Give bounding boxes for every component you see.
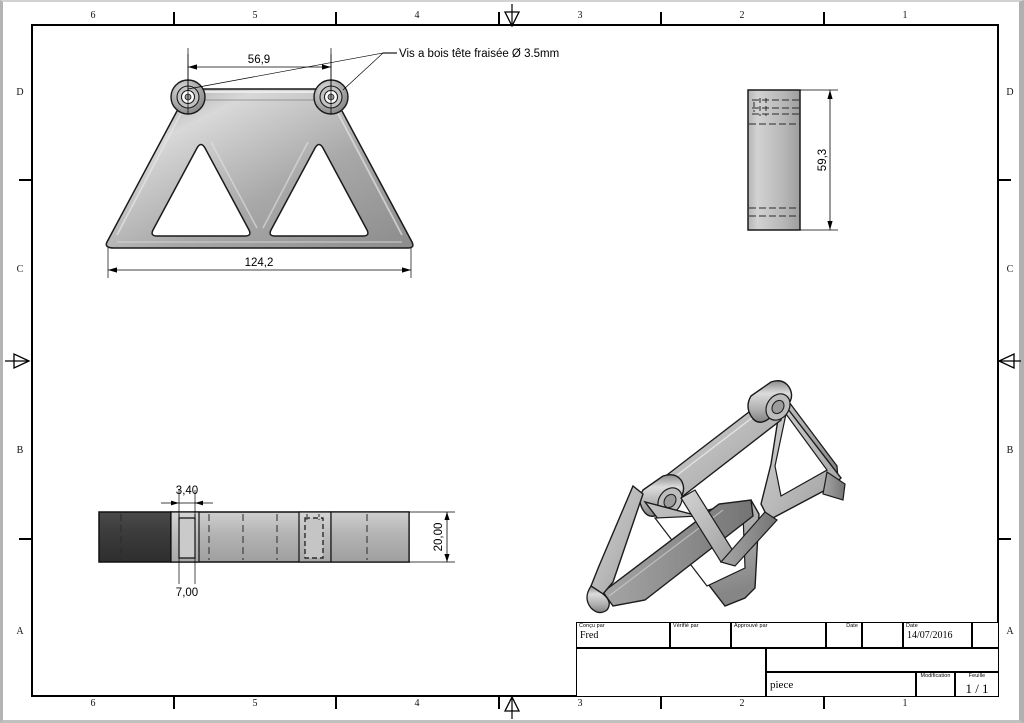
dimension-slot-offset: 7,00 — [176, 558, 198, 599]
dimension-hole-spacing-text: 56,9 — [248, 54, 270, 66]
frame-left-row-A: A — [16, 626, 24, 637]
top-view-slot-right — [304, 514, 324, 559]
approved-by-label: Approuvé par — [734, 623, 768, 629]
frame-top-col-6: 6 — [90, 10, 96, 21]
drawing-sheet: 6 5 4 3 2 1 6 5 4 3 2 1 D C B A D C B A — [3, 2, 1021, 720]
frame-right-row-A: A — [1006, 626, 1014, 637]
title-block-cell-blank-2[interactable] — [972, 622, 999, 648]
drawing-frame-border — [31, 24, 999, 697]
frame-top-col-4: 4 — [414, 10, 420, 21]
frame-top-col-5: 5 — [252, 10, 258, 21]
isometric-view — [555, 354, 865, 614]
center-mark-right — [997, 352, 1021, 370]
title-block-cell-small-date[interactable]: Date — [826, 622, 862, 648]
frame-tick-bottom-4 — [660, 697, 662, 709]
frame-tick-bottom-3 — [498, 697, 500, 709]
title-block-cell-blank-1[interactable] — [862, 622, 903, 648]
frame-tick-bottom-2 — [335, 697, 337, 709]
frame-tick-bottom-1 — [173, 697, 175, 709]
top-view: 3,40 7,00 20,00 — [91, 472, 471, 602]
frame-tick-right-2 — [998, 538, 1011, 540]
top-view-segment-3 — [330, 511, 410, 563]
title-block-cell-modification[interactable]: Modification — [916, 672, 955, 697]
frame-tick-left-2 — [19, 538, 32, 540]
title-block-cell-blank-3[interactable] — [766, 648, 999, 672]
dimension-hole-spacing: 56,9 — [187, 54, 332, 90]
dimension-thickness: 20,00 — [409, 511, 455, 563]
isometric-center-strut — [680, 489, 778, 567]
frame-tick-left-1 — [19, 179, 32, 181]
date-label: Date — [906, 623, 918, 629]
front-view: 56,9 124,2 Vis a bois tête fraisée Ø 3.5… — [93, 42, 593, 292]
date-value: 14/07/2016 — [907, 630, 953, 641]
dimension-thickness-text: 20,00 — [433, 523, 445, 552]
designed-by-value: Fred — [580, 630, 599, 641]
side-view-hidden-hole — [753, 98, 767, 116]
frame-bottom-col-2: 2 — [739, 698, 745, 709]
dimension-overall-width-text: 124,2 — [245, 257, 274, 269]
top-view-slot-left — [178, 514, 196, 559]
frame-tick-top-5 — [823, 12, 825, 24]
title-block-cell-part-name[interactable]: piece — [766, 672, 916, 697]
center-mark-bottom — [503, 695, 521, 719]
title-block-cell-sheet[interactable]: Feuille 1 / 1 — [955, 672, 999, 697]
annotation-screw-note-text: Vis a bois tête fraisée Ø 3.5mm — [399, 48, 559, 60]
frame-left-row-D: D — [16, 87, 24, 98]
sheet-label: Feuille — [968, 673, 986, 679]
top-view-hidden-lines — [120, 514, 368, 560]
sheet-value: 1 / 1 — [965, 681, 989, 696]
side-view-body — [747, 89, 801, 231]
front-view-part-body — [105, 88, 414, 249]
isometric-right-foot — [822, 470, 846, 501]
small-date-label: Date — [846, 623, 858, 629]
dimension-overall-depth: 59,3 — [800, 89, 838, 231]
dimension-slot-offset-text: 7,00 — [176, 587, 198, 599]
frame-top-col-1: 1 — [902, 10, 908, 21]
frame-top-col-2: 2 — [739, 10, 745, 21]
frame-tick-top-3 — [498, 12, 500, 24]
frame-tick-right-1 — [998, 179, 1011, 181]
dimension-slot-width-text: 3,40 — [176, 485, 198, 497]
isometric-right-panel — [760, 398, 842, 521]
annotation-screw-note: Vis a bois tête fraisée Ø 3.5mm — [187, 48, 559, 91]
title-block-cell-notes[interactable] — [576, 648, 766, 697]
dimension-overall-depth-text: 59,3 — [817, 149, 829, 171]
designed-by-label: Conçu par — [579, 623, 605, 629]
frame-bottom-col-1: 1 — [902, 698, 908, 709]
title-block-cell-designed-by[interactable]: Conçu par Fred — [576, 622, 670, 648]
frame-tick-top-1 — [173, 12, 175, 24]
side-view: 59,3 — [738, 80, 868, 260]
isometric-end-cap-left — [586, 585, 610, 614]
frame-bottom-col-5: 5 — [252, 698, 258, 709]
title-block-cell-date[interactable]: Date 14/07/2016 — [903, 622, 972, 648]
frame-tick-bottom-5 — [823, 697, 825, 709]
frame-left-row-C: C — [16, 264, 24, 275]
modification-label: Modification — [920, 673, 951, 679]
frame-top-col-3: 3 — [577, 10, 583, 21]
dimension-slot-width: 3,40 — [161, 485, 213, 520]
dimension-overall-width: 124,2 — [107, 248, 412, 278]
frame-tick-top-4 — [660, 12, 662, 24]
frame-bottom-col-3: 3 — [577, 698, 583, 709]
center-mark-top — [503, 4, 521, 28]
frame-right-row-B: B — [1006, 445, 1014, 456]
center-mark-left — [5, 352, 31, 370]
top-view-end-cap — [98, 511, 172, 563]
frame-left-row-B: B — [16, 445, 24, 456]
side-view-hidden-lines — [749, 99, 800, 217]
checked-by-label: Vérifié par — [673, 623, 699, 629]
part-name-value: piece — [770, 679, 794, 691]
title-block-cell-checked-by[interactable]: Vérifié par — [670, 622, 731, 648]
title-block: Conçu par Fred Vérifié par Approuvé par … — [576, 622, 999, 697]
isometric-boss-right — [747, 380, 793, 423]
frame-bottom-col-6: 6 — [90, 698, 96, 709]
title-block-cell-approved-by[interactable]: Approuvé par — [731, 622, 826, 648]
frame-bottom-col-4: 4 — [414, 698, 420, 709]
frame-right-row-C: C — [1006, 264, 1014, 275]
frame-right-row-D: D — [1006, 87, 1014, 98]
frame-tick-top-2 — [335, 12, 337, 24]
